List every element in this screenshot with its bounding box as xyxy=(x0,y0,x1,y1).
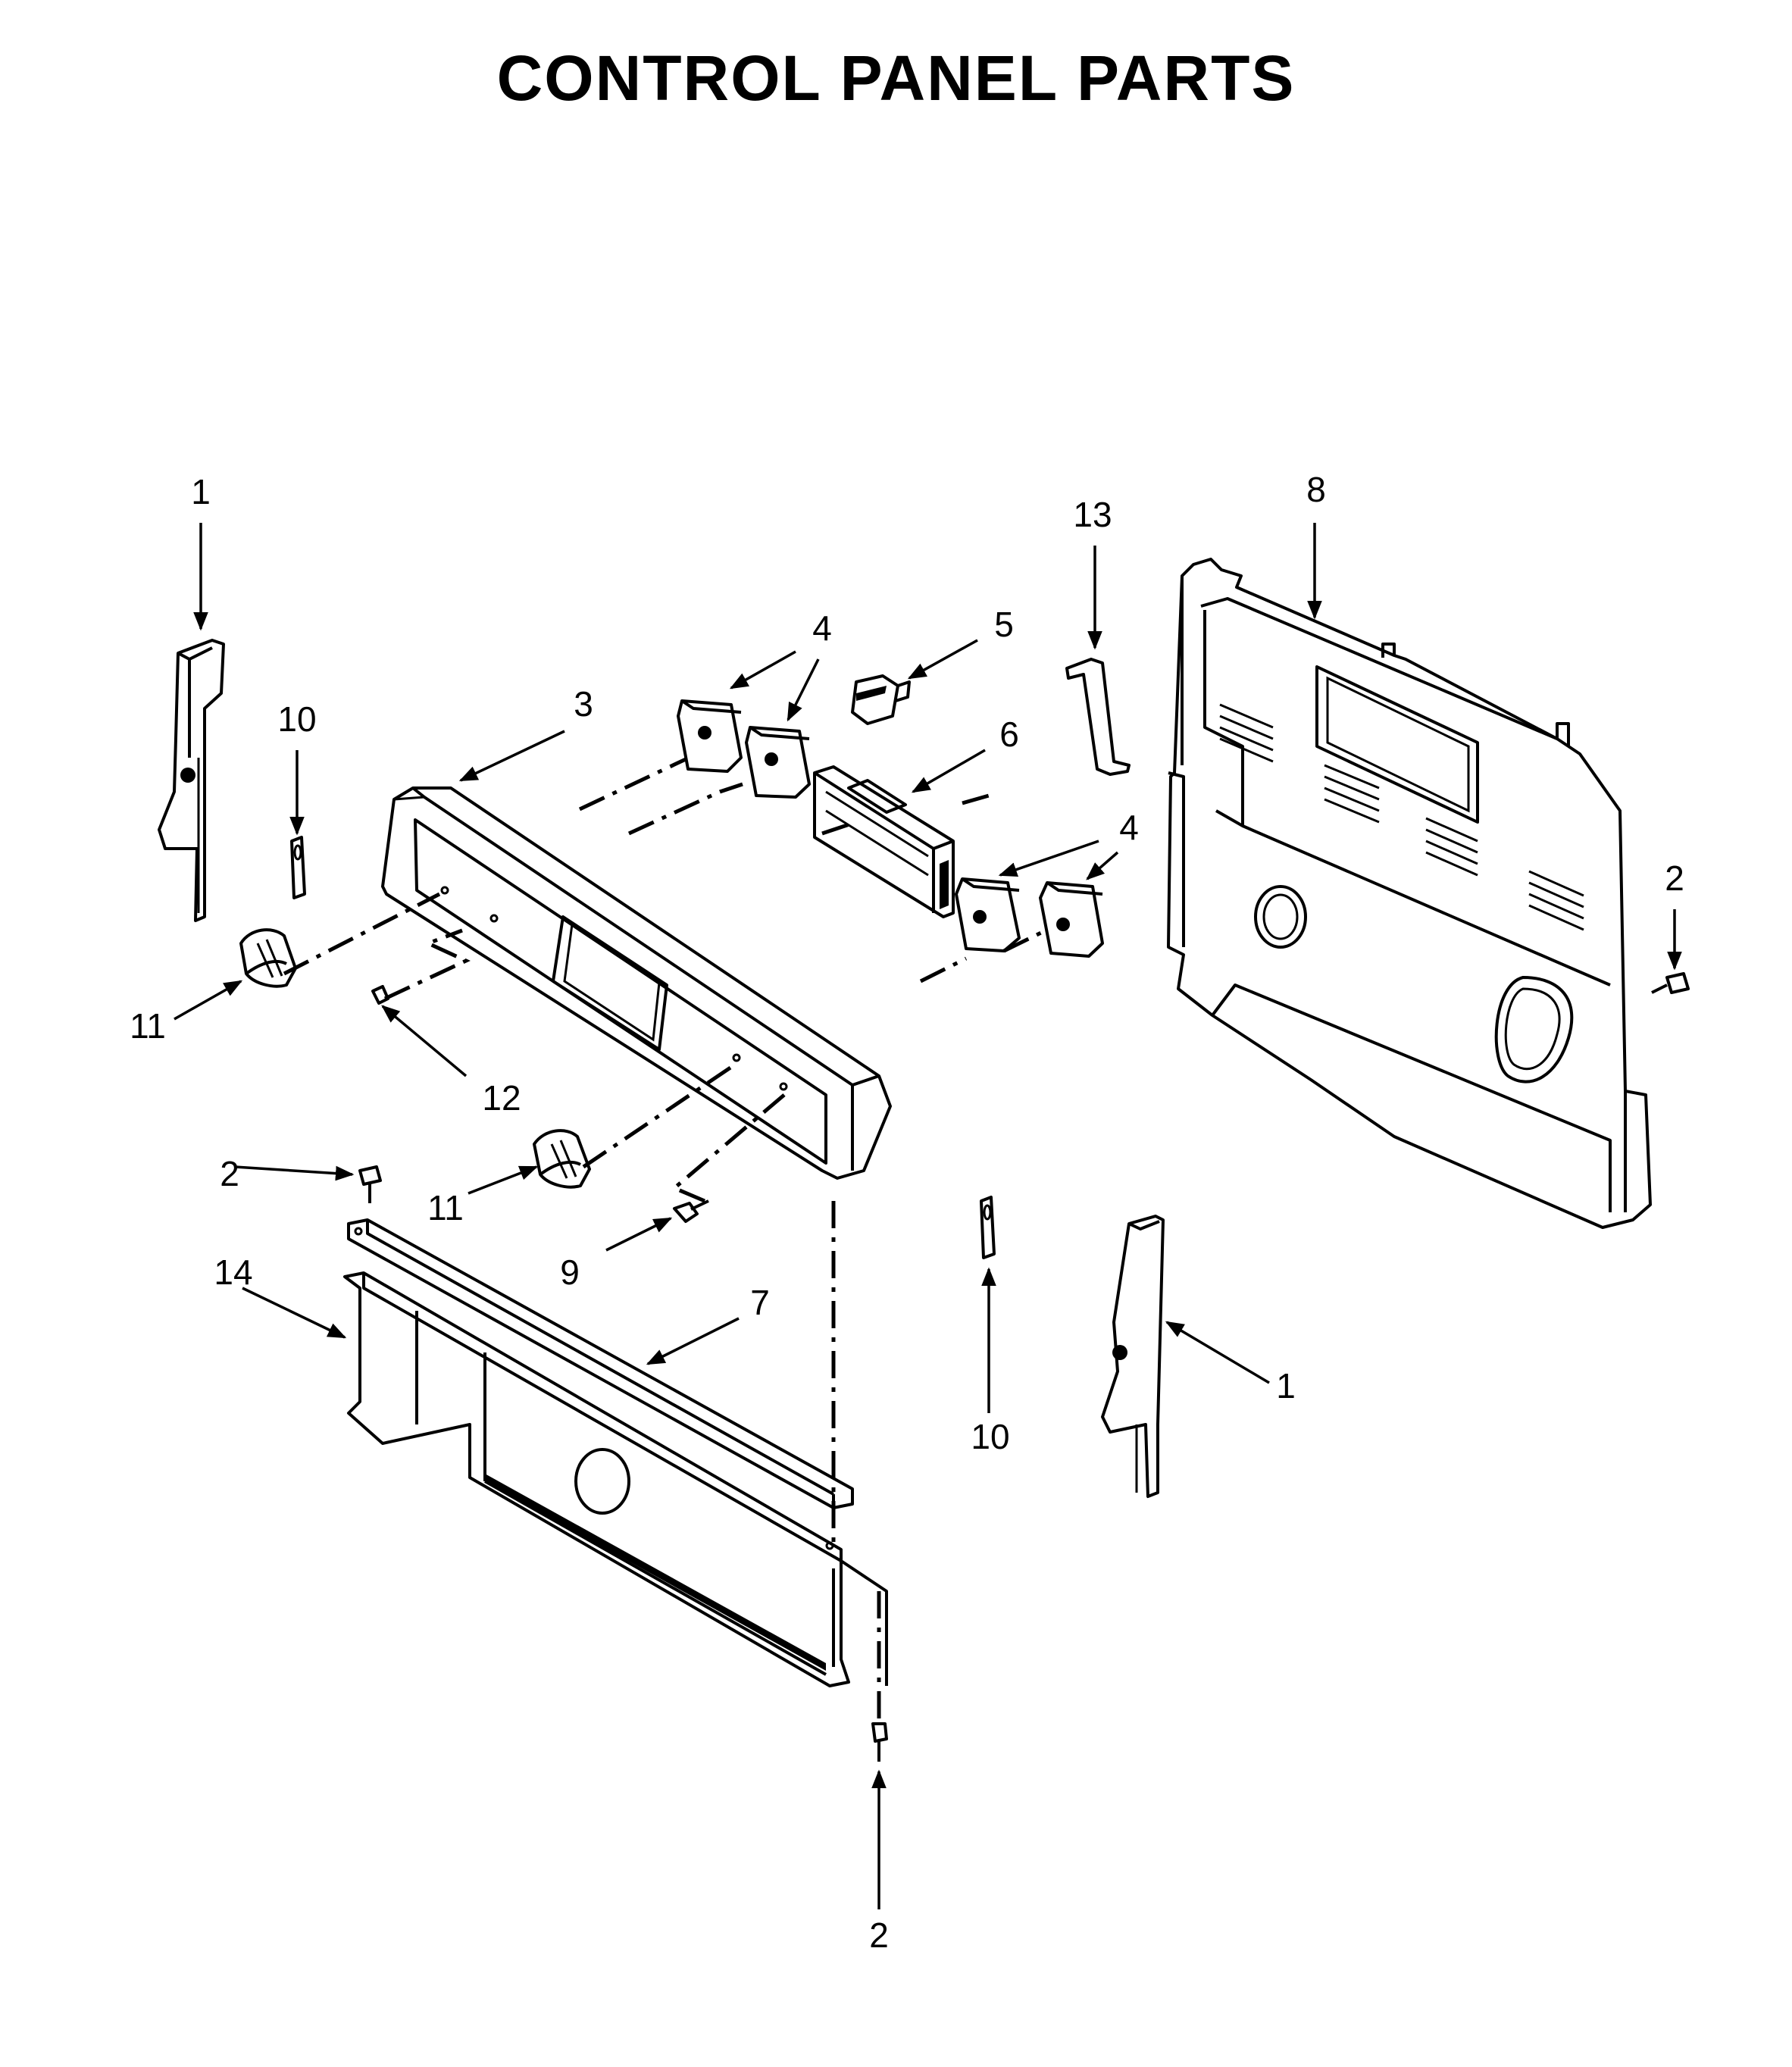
page-title: CONTROL PANEL PARTS xyxy=(496,42,1296,114)
callout-13: 13 xyxy=(1073,495,1112,534)
callout-4-top: 4 xyxy=(812,608,832,648)
rear-panel-shield xyxy=(1167,558,1652,1229)
left-end-cap xyxy=(158,639,225,922)
screw-2-right xyxy=(1651,972,1690,994)
screw-9 xyxy=(673,1199,709,1223)
callout-1-right: 1 xyxy=(1276,1366,1296,1406)
callout-labels: 1 10 3 4 5 6 13 8 4 2 11 12 2 11 9 14 7 … xyxy=(130,470,1684,1955)
wire-bracket xyxy=(1065,658,1131,776)
callout-9: 9 xyxy=(560,1252,580,1292)
callout-2-bottom: 2 xyxy=(869,1915,889,1955)
right-end-cap xyxy=(1101,1215,1165,1498)
control-knob-left xyxy=(239,928,297,988)
callout-6: 6 xyxy=(999,715,1019,754)
infinite-switch-3 xyxy=(955,877,1021,952)
callout-4-right: 4 xyxy=(1119,808,1139,847)
callout-2-right: 2 xyxy=(1665,858,1684,898)
callout-11-right: 11 xyxy=(427,1188,464,1227)
wire-clip-left xyxy=(290,836,306,899)
infinite-switch-4 xyxy=(1039,881,1104,958)
infinite-switch-2 xyxy=(745,726,811,799)
front-trim-bar xyxy=(347,1218,854,1509)
rocker-switch xyxy=(851,674,911,725)
lower-panel-bracket xyxy=(343,1271,888,1687)
callout-2-left: 2 xyxy=(220,1154,239,1193)
callout-arrows xyxy=(174,523,1682,1909)
screw-2-bottom xyxy=(871,1722,888,1762)
callout-10-left: 10 xyxy=(277,699,316,739)
callout-10-right: 10 xyxy=(971,1417,1009,1456)
callout-5: 5 xyxy=(994,605,1014,644)
control-panel-console xyxy=(381,786,892,1180)
callout-7: 7 xyxy=(750,1283,770,1322)
screw-12 xyxy=(371,985,389,1005)
callout-11-left: 11 xyxy=(130,1006,166,1046)
callout-3: 3 xyxy=(574,684,593,724)
wire-clip-right xyxy=(980,1196,996,1259)
electronic-control-board xyxy=(813,765,955,918)
callout-12: 12 xyxy=(482,1078,521,1118)
alignment-lines xyxy=(283,757,1047,1720)
infinite-switch-1 xyxy=(677,699,743,773)
callout-1-left: 1 xyxy=(191,472,211,511)
screw-2-left xyxy=(358,1165,382,1203)
callout-14: 14 xyxy=(214,1252,252,1292)
callout-8: 8 xyxy=(1306,470,1326,509)
control-knob-right xyxy=(533,1129,591,1189)
